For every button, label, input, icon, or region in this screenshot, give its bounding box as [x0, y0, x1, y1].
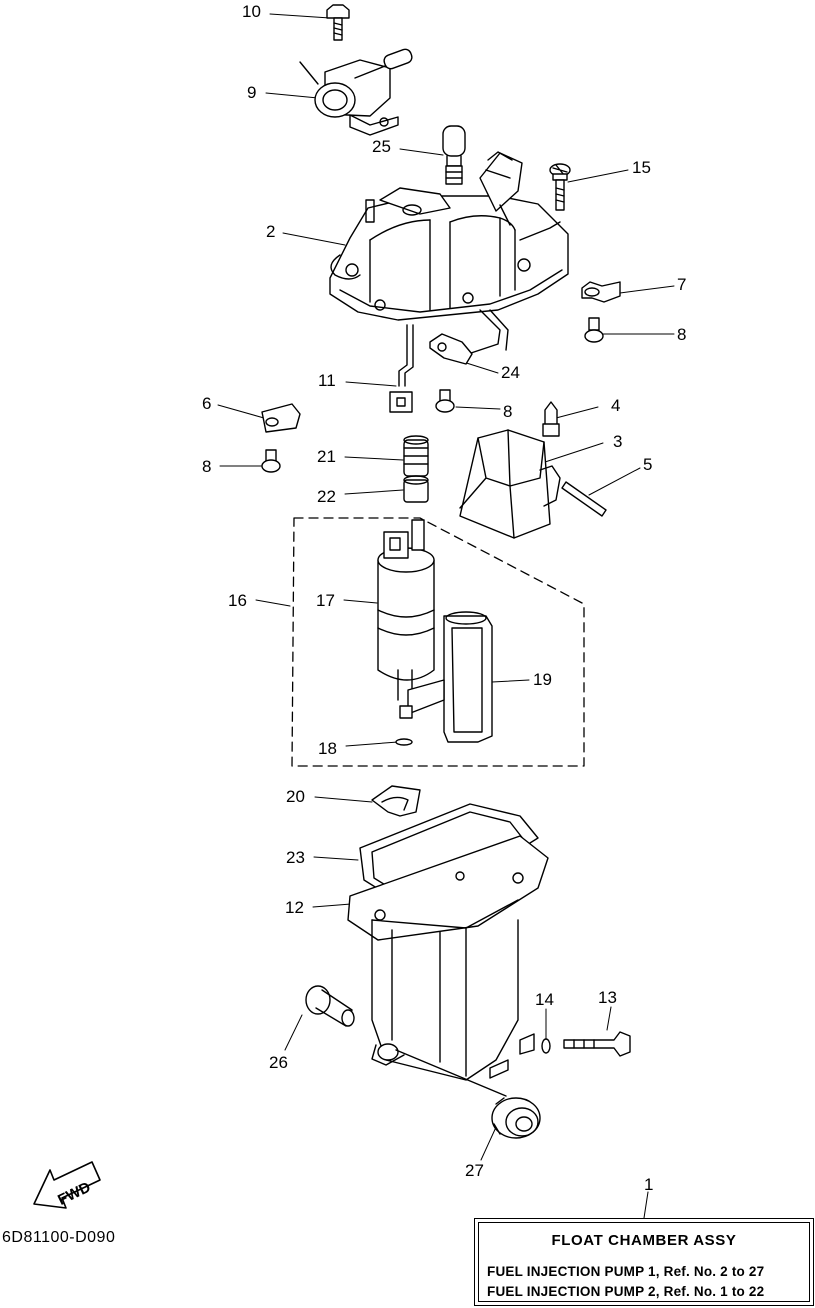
fuel-pump-17-part [377, 519, 435, 701]
callout-3: 3 [613, 432, 623, 451]
bracket-20-part [371, 785, 421, 817]
callout-13: 13 [598, 988, 617, 1007]
ring-18-part [395, 738, 413, 746]
callout-17: 17 [316, 591, 335, 610]
collar-22-part [403, 475, 429, 503]
stopper-6-part [261, 403, 301, 433]
callout-20: 20 [286, 787, 305, 806]
bolt-10-part [326, 4, 350, 41]
pin-5-part [561, 481, 607, 517]
clip-4-part [542, 401, 560, 437]
callout-8c: 8 [202, 457, 212, 476]
callout-19: 19 [533, 670, 552, 689]
info-box-title: FLOAT CHAMBER ASSY [551, 1232, 737, 1249]
callout-15: 15 [632, 158, 651, 177]
callout-8a: 8 [677, 325, 687, 344]
callout-1: 1 [644, 1175, 654, 1194]
cover-2-part [329, 151, 569, 359]
fwd-arrow-icon: FWD [33, 1161, 101, 1209]
callout-7: 7 [677, 275, 687, 294]
bolt-15-part [549, 163, 571, 211]
valve-9-part [299, 48, 413, 136]
callout-12: 12 [285, 898, 304, 917]
callout-16: 16 [228, 591, 247, 610]
callout-25: 25 [372, 137, 391, 156]
nipple-26-part [305, 985, 355, 1027]
callout-6: 6 [202, 394, 212, 413]
callout-22: 22 [317, 487, 336, 506]
screw-8a-part [584, 317, 604, 343]
callout-21: 21 [317, 447, 336, 466]
callout-23: 23 [286, 848, 305, 867]
callout-5: 5 [643, 455, 653, 474]
screw-8c-part [261, 449, 281, 473]
grommet-21-part [403, 435, 429, 477]
sensor-25-part [442, 125, 466, 185]
callout-11: 11 [318, 371, 336, 390]
cover-3-part [459, 429, 561, 539]
clamp-24-part [429, 333, 473, 365]
callout-26: 26 [269, 1053, 288, 1072]
info-box-line-1: FUEL INJECTION PUMP 1, Ref. No. 2 to 27 [487, 1264, 765, 1279]
filter-19-part [399, 611, 493, 743]
ring-14-part [541, 1038, 551, 1054]
callout-2: 2 [266, 222, 276, 241]
info-box-inner: FLOAT CHAMBER ASSY FUEL INJECTION PUMP 1… [478, 1222, 810, 1302]
assembly-info-box: FLOAT CHAMBER ASSY FUEL INJECTION PUMP 1… [474, 1218, 814, 1306]
callout-27: 27 [465, 1161, 484, 1180]
screw-8b-part [435, 389, 455, 413]
harness-11-part [389, 324, 414, 413]
callout-10: 10 [242, 2, 261, 21]
pump-assembly-16-boundary [291, 517, 585, 767]
callout-18: 18 [318, 739, 337, 758]
callout-14: 14 [535, 990, 554, 1009]
callout-4: 4 [611, 396, 621, 415]
info-box-line-2: FUEL INJECTION PUMP 2, Ref. No. 1 to 22 [487, 1284, 765, 1299]
leader-lines [217, 13, 675, 1219]
drain-screw-13-part [563, 1031, 631, 1057]
float-chamber-12-part [347, 835, 549, 1097]
grommet-27-part [491, 1097, 541, 1139]
drawing-code: 6D81100-D090 [2, 1229, 116, 1246]
callout-9: 9 [247, 83, 257, 102]
callout-8b: 8 [503, 402, 513, 421]
callout-24: 24 [501, 363, 520, 382]
clip-7-part [581, 281, 621, 303]
